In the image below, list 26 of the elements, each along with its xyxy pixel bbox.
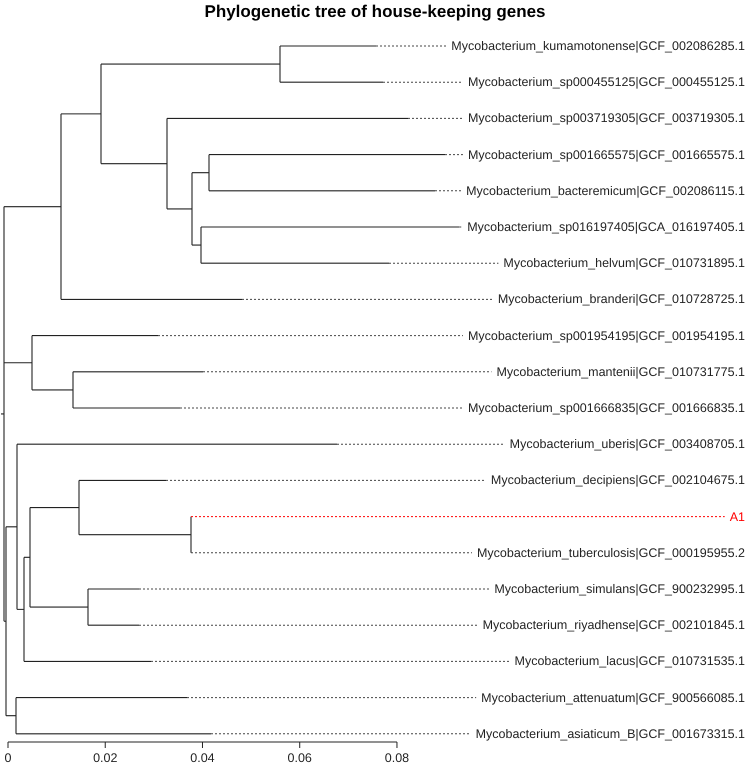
leaf-label: Mycobacterium_sp001665575|GCF_001665575.1	[468, 148, 745, 162]
leaf-label: Mycobacterium_riyadhense|GCF_002101845.1	[482, 618, 745, 632]
leaf-label: Mycobacterium_decipiens|GCF_002104675.1	[490, 473, 745, 488]
leaf-label: Mycobacterium_sp001954195|GCF_001954195.1	[468, 328, 745, 343]
tick-label: 0.06	[288, 751, 312, 765]
leaf-label: A1	[730, 510, 745, 524]
leaf-label: Mycobacterium_sp000455125|GCF_000455125.1	[468, 75, 745, 90]
leaf-label: Mycobacterium_asiaticum_B|GCF_001673315.1	[476, 726, 745, 741]
tick-label: 0.08	[384, 751, 410, 765]
leaf-label: Mycobacterium_mantenii|GCF_010731775.1	[496, 364, 745, 379]
tick-label: 0.02	[93, 751, 118, 765]
leaf-label: Mycobacterium_sp001666835|GCF_001666835.1	[468, 401, 745, 415]
leaf-label: Mycobacterium_bacteremicum|GCF_002086115.1	[466, 184, 745, 198]
leaf-label: Mycobacterium_uberis|GCF_003408705.1	[510, 437, 745, 452]
leaf-label: Mycobacterium_simulans|GCF_900232995.1	[494, 582, 745, 596]
leaf-label: Mycobacterium_lacus|GCF_010731535.1	[514, 654, 745, 668]
leaf-label: Mycobacterium_branderi|GCF_010728725.1	[498, 292, 745, 306]
leaf-label: Mycobacterium_kumamotonense|GCF_002086285.1	[451, 39, 745, 53]
tick-label: 0.04	[190, 751, 215, 765]
chart-title: Phylogenetic tree of house-keeping genes	[204, 2, 546, 21]
tick-label: 0	[4, 751, 12, 765]
leaf-label: Mycobacterium_helvum|GCF_010731895.1	[503, 256, 745, 270]
leaf-label: Mycobacterium_sp016197405|GCA_016197405.1	[467, 220, 745, 234]
leaf-label: Mycobacterium_sp003719305|GCF_003719305.1	[468, 111, 745, 126]
leaf-label: Mycobacterium_tuberculosis|GCF_000195955.2	[477, 546, 745, 560]
leaf-label: Mycobacterium_attenuatum|GCF_900566085.1	[481, 690, 745, 705]
